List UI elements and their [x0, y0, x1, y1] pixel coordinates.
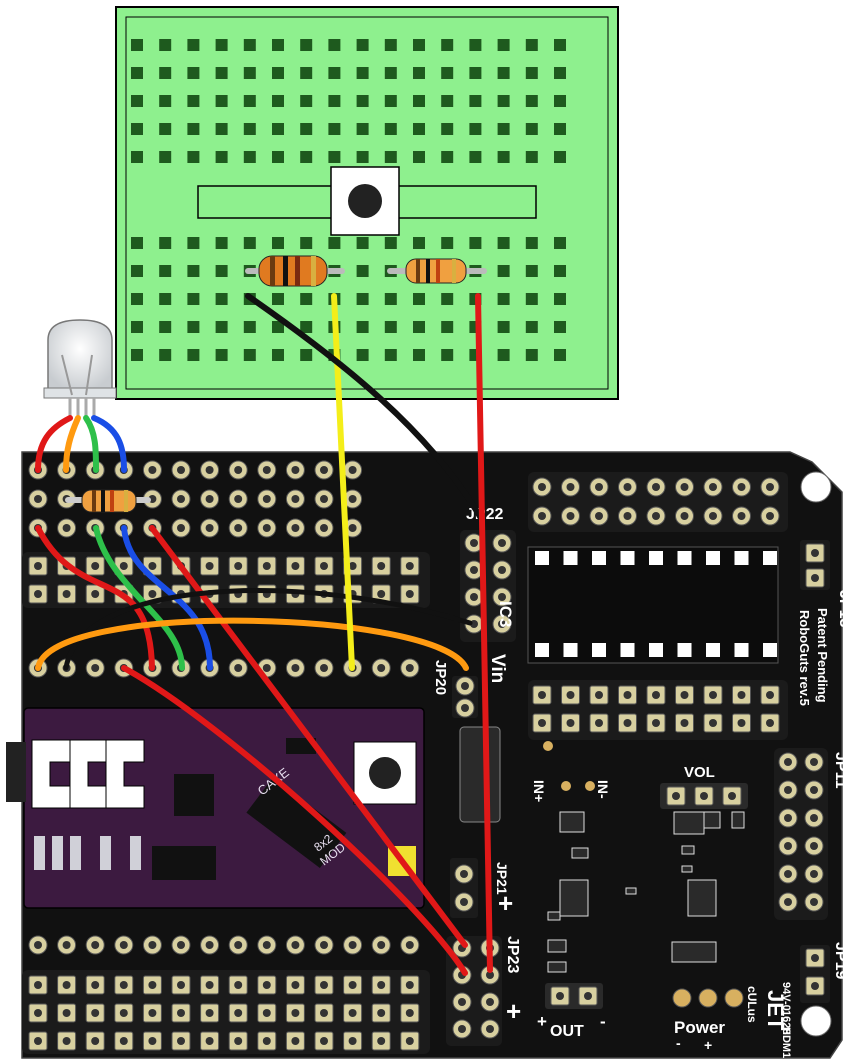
label-jp11: JP11 [832, 752, 849, 789]
label-plus-jp21: + [498, 888, 513, 918]
ic-socket-pads [535, 551, 777, 657]
label-hdm: HDM1 [780, 1027, 792, 1058]
module-chip-b [152, 846, 216, 880]
label-patent: Patent Pending [815, 608, 830, 703]
resistor-pcb[interactable] [65, 489, 151, 513]
module-ic [246, 777, 347, 869]
resistor-large[interactable] [245, 255, 345, 287]
label-jp19: JP19 [832, 942, 849, 979]
wire-led-orange [63, 415, 81, 473]
label-out: OUT [550, 1023, 584, 1040]
label-power-plus: + [704, 1037, 712, 1053]
mounting-hole-top [800, 471, 832, 503]
label-in-plus: IN+ [531, 780, 547, 802]
header-jp11 [774, 748, 828, 920]
smd-components [543, 741, 745, 973]
label-vol: VOL [684, 764, 715, 781]
connector-vin [459, 726, 501, 823]
label-jp20: JP20 [432, 660, 449, 695]
wire-yellow [331, 293, 355, 671]
label-plus-jp23: + [506, 996, 521, 1026]
wire-black-breadboard [245, 293, 485, 523]
label-in-minus: IN- [595, 780, 611, 799]
header-strip-lower [22, 970, 430, 1054]
wire-red-jumper-b [149, 525, 468, 948]
breadboard-holes [131, 39, 566, 361]
breadboard [115, 6, 619, 400]
wire-led-blue [91, 415, 127, 473]
label-code: 1628 [780, 1010, 792, 1034]
label-ic3: IC3 [496, 601, 515, 627]
wire-led-red [35, 415, 73, 473]
jumper-wires [35, 293, 493, 976]
resistor-small[interactable] [387, 258, 487, 284]
label-jp23: JP23 [504, 936, 521, 973]
wire-red-module [121, 665, 468, 976]
pushbutton[interactable] [330, 166, 400, 236]
label-ul: cULus [745, 986, 759, 1023]
module-chip-c [286, 738, 316, 754]
header-jp22 [460, 530, 516, 642]
module-smd-pads [34, 836, 141, 870]
wire-blue-jumper [121, 525, 213, 671]
label-power-minus: - [676, 1035, 681, 1051]
label-jet: JET [763, 990, 788, 1031]
wire-orange-jumper [35, 617, 469, 671]
label-out-plus: + [537, 1012, 547, 1031]
mounting-hole-bottom [800, 1005, 832, 1037]
module-button[interactable] [353, 741, 417, 805]
audio-jack [6, 742, 26, 802]
wire-led-green [83, 415, 99, 473]
label-jp21: JP21 [494, 862, 510, 895]
label-vin: Vin [487, 654, 508, 683]
rgb-led[interactable] [43, 319, 117, 418]
label-power: Power [674, 1018, 725, 1037]
module-brackets [31, 739, 145, 809]
module-chip-a [174, 774, 214, 816]
label-out-minus: - [600, 1012, 606, 1031]
label-jp18: JP18 [836, 590, 853, 627]
label-roboguts: RoboGuts rev.5 [797, 610, 812, 706]
label-rating: 94V-0 [780, 982, 792, 1011]
wire-red-breadboard [475, 293, 493, 973]
wire-red-jumper-a [35, 525, 155, 671]
